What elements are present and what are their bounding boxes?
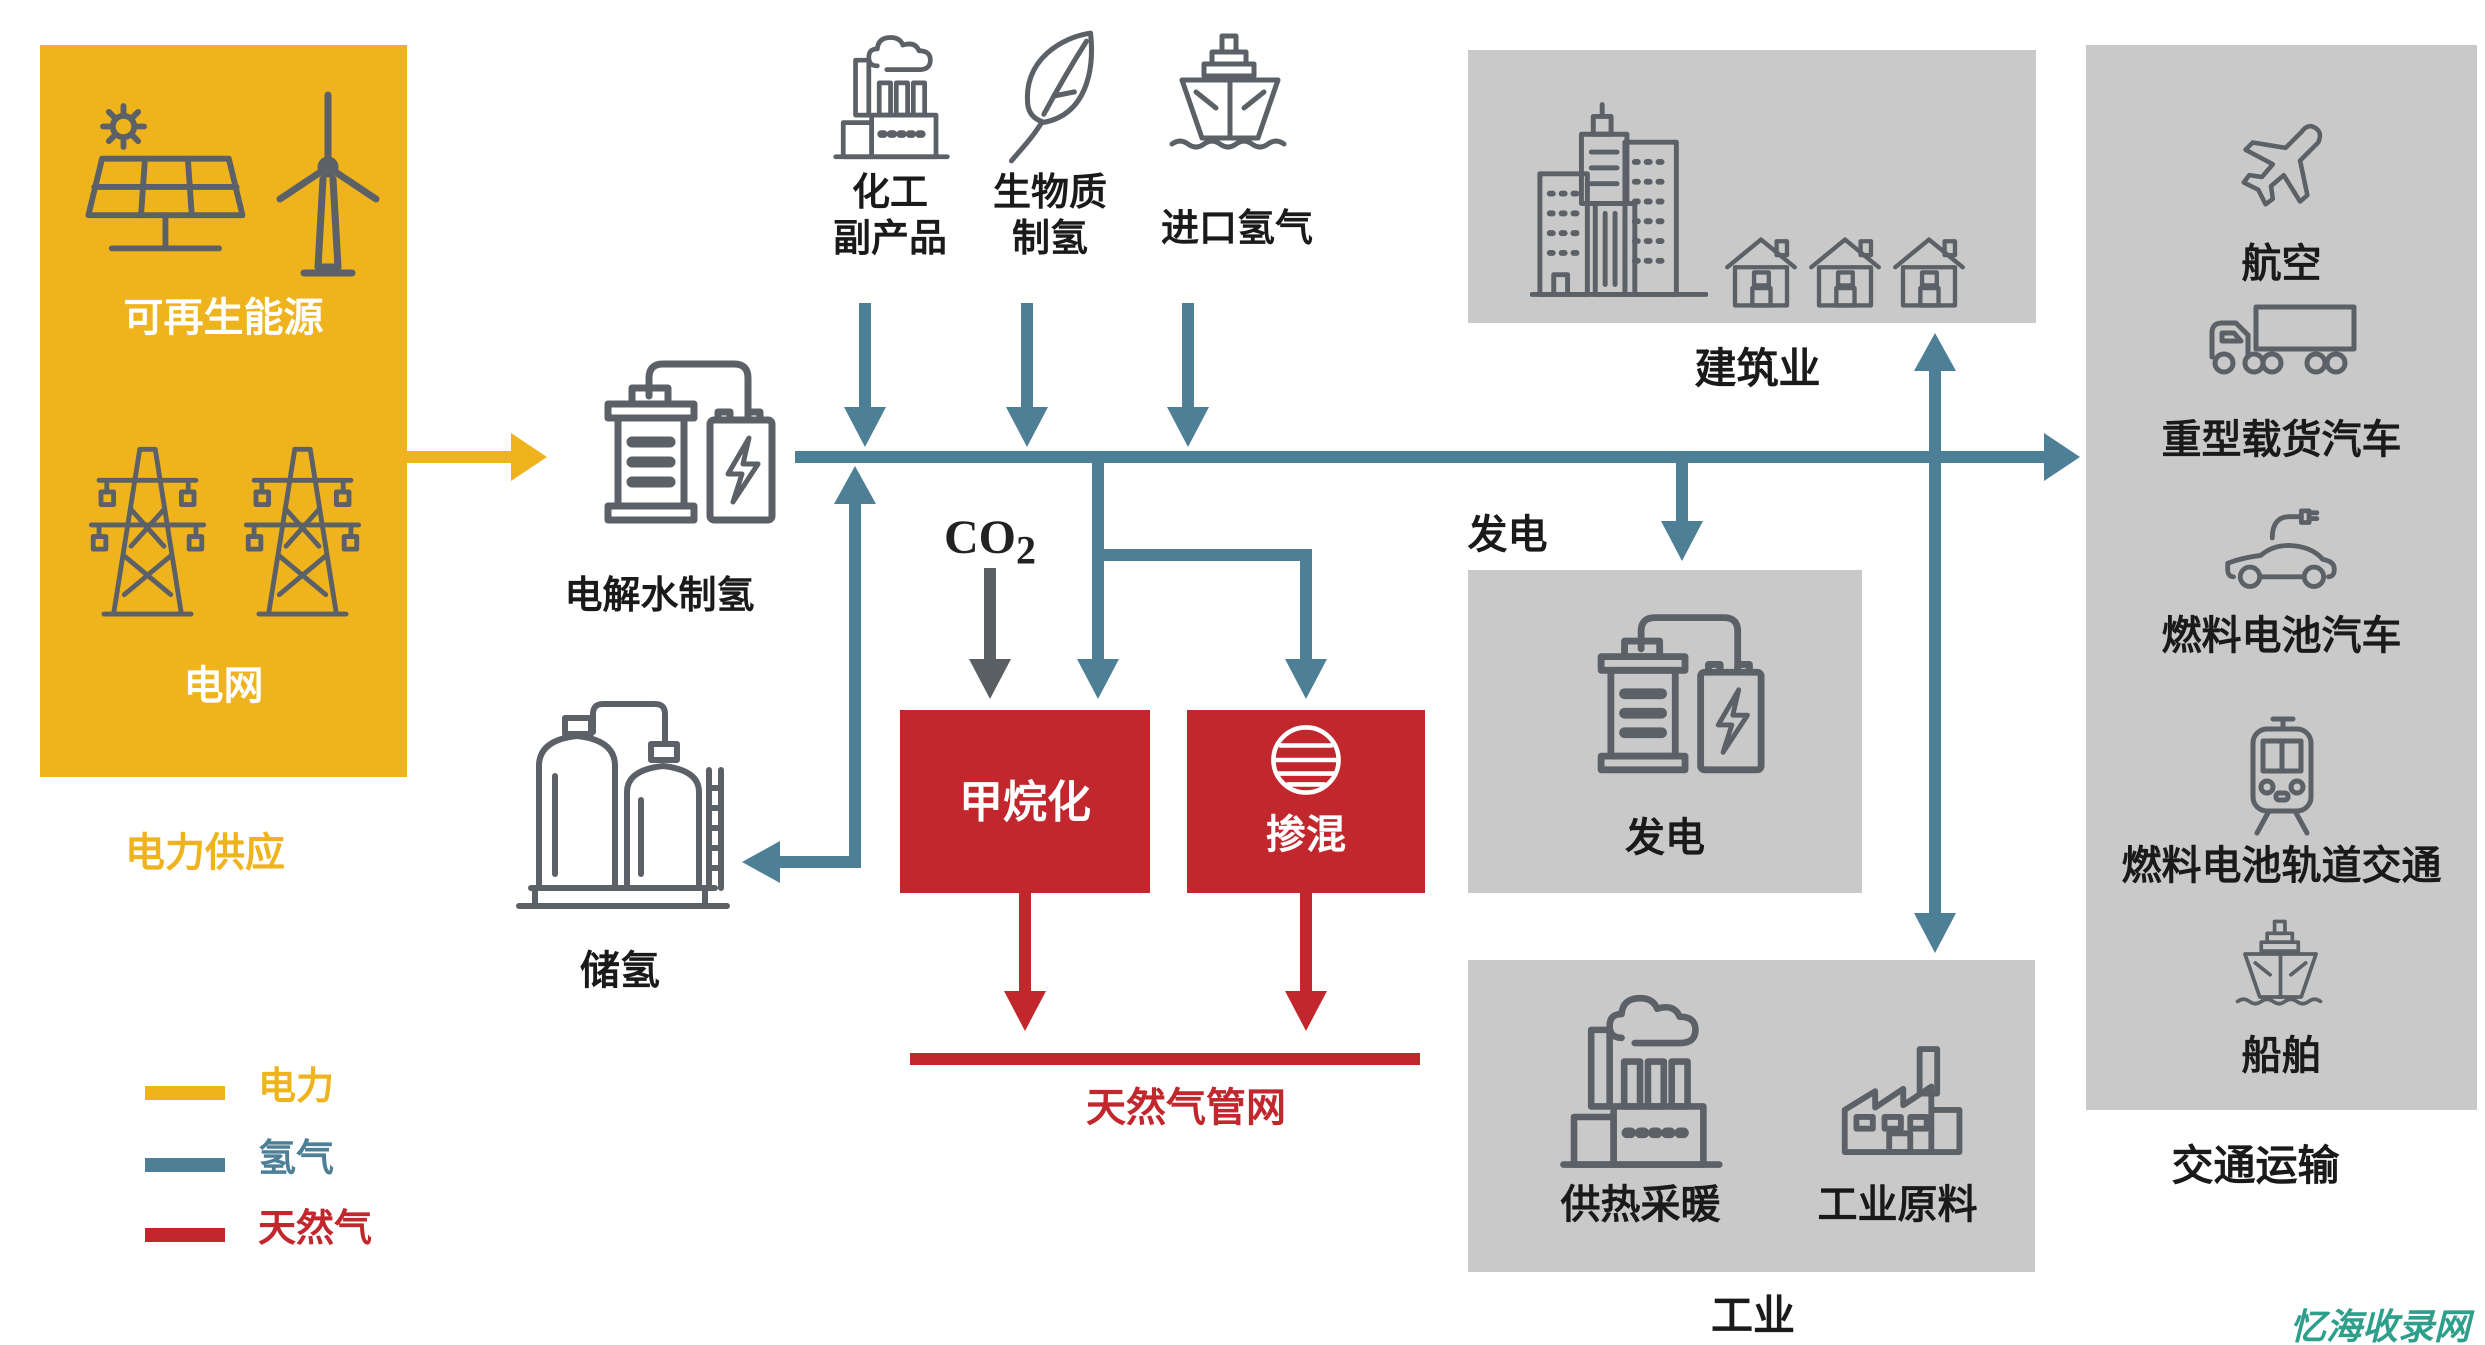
- power-generation-outer-label: 发电: [1467, 513, 1548, 557]
- imported-hydrogen-label: 进口氢气: [1160, 208, 1313, 250]
- industrial-factory-icon: [1826, 1032, 1984, 1182]
- gas-arrowhead: [1004, 991, 1046, 1031]
- hydrogen-main-line: [795, 451, 2044, 463]
- legend-electricity-label: 电力: [258, 1066, 335, 1108]
- source-arrowhead: [1167, 407, 1209, 447]
- electricity-flow-arrow-shaft: [405, 451, 515, 463]
- gas-arrow-shaft: [1300, 893, 1312, 993]
- house-icon: [1890, 228, 1968, 310]
- hydrogen-storage-tanks-icon: [505, 692, 740, 932]
- heavy-truck-label: 重型载货汽车: [2161, 418, 2402, 462]
- natural-gas-pipeline-line: [910, 1053, 1420, 1065]
- methanation-label: 甲烷化: [959, 778, 1091, 827]
- power-grid-tower-icon: [70, 417, 225, 627]
- pipeline-label: 天然气管网: [1086, 1086, 1286, 1130]
- industry-box: 供热采暖 工业原料: [1468, 960, 2035, 1272]
- storage-return-arrowhead: [834, 466, 876, 504]
- source-arrow-shaft: [1182, 303, 1194, 411]
- blending-branch-vertical: [1300, 549, 1312, 661]
- storage-line-vertical: [849, 498, 861, 868]
- chemical-byproduct-line2: 副产品: [832, 218, 947, 260]
- aviation-label: 航空: [2241, 242, 2322, 286]
- fuel-cell-rail-label: 燃料电池轨道交通: [2121, 844, 2442, 888]
- storage-label: 储氢: [580, 949, 660, 993]
- import-ship-icon: [1160, 30, 1300, 165]
- train-icon: [2229, 707, 2334, 842]
- storage-line-horizontal: [776, 856, 860, 868]
- house-icon: [1806, 228, 1884, 310]
- power-generation-box: 发电: [1468, 570, 1862, 893]
- source-arrowhead: [1006, 407, 1048, 447]
- legend-electricity-swatch: [145, 1086, 225, 1100]
- power-supply-caption: 电力供应: [125, 831, 285, 875]
- solar-panel-icon: [65, 100, 260, 270]
- airplane-icon: [2231, 117, 2331, 217]
- buildings-industry-line: [1929, 365, 1941, 915]
- fuel-cell-car-icon: [2218, 503, 2344, 605]
- co2-label: CO2: [925, 510, 1055, 574]
- buildings-arrowhead: [1914, 333, 1956, 371]
- gas-arrow-shaft: [1019, 893, 1031, 993]
- methanation-branch-shaft: [1092, 461, 1104, 661]
- methanation-box: 甲烷化: [900, 710, 1150, 893]
- blending-branch-horizontal: [1092, 549, 1312, 561]
- power-grid-tower-icon: [225, 417, 380, 627]
- co2-arrow-shaft: [984, 568, 996, 662]
- biomass-leaf-icon: [995, 25, 1107, 172]
- industry-caption: 工业: [1710, 1292, 1795, 1339]
- power-branch-shaft: [1676, 461, 1688, 523]
- ships-label: 船舶: [2241, 1034, 2322, 1078]
- grid-label: 电网: [183, 664, 264, 708]
- legend-gas-label: 天然气: [258, 1208, 373, 1250]
- electricity-flow-arrowhead: [511, 433, 547, 481]
- industry-arrowhead: [1914, 913, 1956, 953]
- biomass-line1: 生物质: [992, 172, 1107, 214]
- legend-hydrogen-label: 氢气: [258, 1138, 335, 1180]
- chemical-factory-icon: [828, 28, 956, 170]
- hydrogen-main-line-arrowhead: [2044, 433, 2080, 481]
- legend-hydrogen-swatch: [145, 1158, 225, 1172]
- co2-subscript: 2: [1016, 527, 1036, 573]
- transport-box: 航空 重型载货汽车 燃料电池汽车 燃料电池轨道交通 船舶: [2086, 45, 2477, 1110]
- watermark: 忆海收录网: [2289, 1306, 2470, 1345]
- source-arrowhead: [844, 407, 886, 447]
- wind-turbine-icon: [268, 87, 388, 287]
- buildings-box: [1468, 50, 2036, 323]
- blending-globe-icon: [1268, 722, 1344, 798]
- transport-caption: 交通运输: [2171, 1142, 2340, 1189]
- co2-base-text: CO: [944, 511, 1016, 564]
- legend-gas-swatch: [145, 1228, 225, 1242]
- methanation-branch-arrowhead: [1077, 659, 1119, 699]
- chemical-byproduct-line1: 化工: [851, 172, 928, 214]
- blending-box: 掺混: [1187, 710, 1425, 893]
- buildings-label: 建筑业: [1694, 345, 1821, 392]
- electrolysis-label: 电解水制氢: [564, 575, 755, 617]
- renewable-energy-label: 可再生能源: [123, 296, 324, 340]
- house-icon: [1722, 228, 1800, 310]
- feedstock-label: 工业原料: [1817, 1183, 1978, 1227]
- chemical-byproduct-label: 化工 副产品: [805, 170, 975, 262]
- gas-arrowhead: [1285, 991, 1327, 1031]
- electrolyzer-icon: [552, 348, 797, 553]
- source-arrow-shaft: [859, 303, 871, 411]
- source-arrow-shaft: [1021, 303, 1033, 411]
- power-branch-arrowhead: [1661, 521, 1703, 561]
- fuel-cell-vehicle-label: 燃料电池汽车: [2161, 614, 2402, 658]
- storage-arrowhead: [742, 841, 780, 883]
- heating-plant-icon: [1538, 985, 1746, 1183]
- blending-label: 掺混: [1266, 813, 1346, 857]
- biomass-hydrogen-label: 生物质 制氢: [965, 170, 1135, 262]
- biomass-line2: 制氢: [1011, 218, 1088, 260]
- generator-icon: [1546, 602, 1786, 802]
- city-buildings-icon: [1530, 92, 1708, 310]
- truck-icon: [2198, 293, 2363, 388]
- power-generation-inner-label: 发电: [1625, 816, 1705, 860]
- heating-label: 供热采暖: [1560, 1183, 1721, 1227]
- co2-arrowhead: [969, 659, 1011, 699]
- ship-icon: [2228, 917, 2333, 1017]
- power-supply-box: 可再生能源 电网: [40, 45, 407, 777]
- blending-branch-arrowhead: [1285, 659, 1327, 699]
